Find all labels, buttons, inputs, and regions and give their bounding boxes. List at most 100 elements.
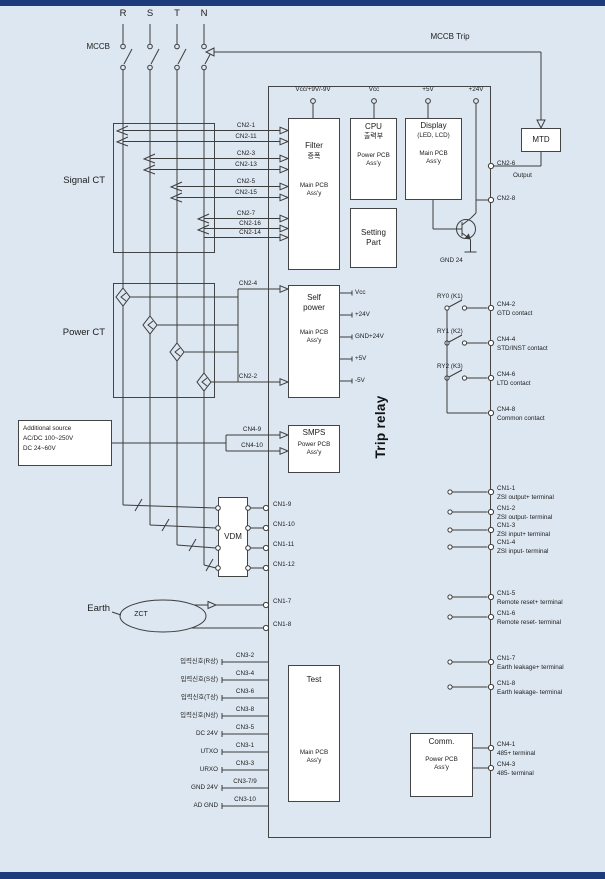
- test-input-pin-cn3-4: CN3-4: [235, 670, 255, 677]
- additional-source-block: Additional source AC/DC 100~250V DC 24~6…: [18, 420, 112, 466]
- pin-cn4-2: CN4-2: [497, 301, 516, 308]
- additional-source-line2: AC/DC 100~250V: [23, 434, 74, 442]
- mccb-trip-label: MCCB Trip: [430, 32, 470, 41]
- filter-title: Filter: [305, 141, 323, 150]
- pin-cn2-4: CN2-4: [238, 280, 258, 287]
- test-block: Test Main PCB Ass'y: [288, 665, 340, 802]
- test-input-label-adgnd: AD GND: [193, 802, 219, 809]
- phase-label-t: T: [174, 8, 180, 19]
- pin-cn2-14: CN2-14: [239, 229, 261, 236]
- pin-cn1-12: CN1-12: [273, 561, 295, 568]
- mccb-switch-symbols: [120, 43, 214, 71]
- test-input-wires: [221, 659, 268, 809]
- pin-cn2-7: CN2-7: [236, 210, 256, 217]
- earth-label: Earth: [87, 603, 110, 614]
- pin-cn4-8: CN4-8: [497, 406, 516, 413]
- pin-cn2-11: CN2-11: [235, 133, 257, 140]
- pin-cn4-6: CN4-6: [497, 371, 516, 378]
- pin-cn2-15: CN2-15: [235, 189, 257, 196]
- relay-ry0-label: RY0 (K1): [437, 293, 463, 300]
- selfpower-out-neg5v: -5V: [355, 377, 365, 384]
- filter-subtitle: 증폭: [307, 153, 321, 160]
- vdm-title: VDM: [224, 532, 242, 541]
- cpu-title: CPU: [365, 122, 382, 131]
- pin-cn4-2-desc: GTD contact: [497, 310, 533, 317]
- pin-cn1-5: CN1-5: [497, 590, 516, 597]
- pin-cn1-8: CN1-8: [497, 680, 516, 687]
- relay-ry1-label: RY1 (K2): [437, 328, 463, 335]
- test-input-label-r: 입력신호(R상): [180, 658, 218, 665]
- test-input-label-dc24v: DC 24V: [195, 730, 218, 737]
- power-ct-label: Power CT: [62, 327, 105, 338]
- pin-cn1-7-left: CN1-7: [273, 598, 292, 605]
- main-unit-block: [268, 86, 491, 838]
- test-input-label-gnd24v: GND 24V: [191, 784, 218, 791]
- pin-cn1-3: CN1-3: [497, 522, 516, 529]
- bottom-border-bar: [0, 872, 605, 879]
- pin-cn1-1-desc: ZSI output+ terminal: [497, 494, 554, 501]
- signal-ct-label: Signal CT: [63, 175, 105, 186]
- smps-title: SMPS: [302, 428, 326, 437]
- pin-cn4-9: CN4-9: [242, 426, 262, 433]
- pin-cn1-3-desc: ZSI input+ terminal: [497, 531, 551, 538]
- pin-cn1-8-desc: Earth leakage- terminal: [497, 689, 563, 696]
- selfpower-out-vcc: Vcc: [355, 289, 366, 296]
- smps-block: SMPS Power PCB Ass'y: [288, 425, 340, 473]
- test-input-pin-cn3-8: CN3-8: [235, 706, 255, 713]
- power-ct-block: [113, 283, 215, 398]
- self-power-assy: Main PCB Ass'y: [299, 329, 329, 344]
- phase-label-n: N: [200, 8, 208, 19]
- pin-cn1-4-desc: ZSI input- terminal: [497, 548, 549, 555]
- test-input-pin-cn3-1: CN3-1: [235, 742, 255, 749]
- test-input-label-n: 입력신호(N상): [180, 712, 218, 719]
- pin-cn2-6-desc: Output: [513, 172, 532, 179]
- pin-cn1-9: CN1-9: [273, 501, 292, 508]
- selfpower-out-24v: +24V: [355, 311, 370, 318]
- pin-cn4-3: CN4-3: [497, 761, 516, 768]
- pin-cn1-11: CN1-11: [273, 541, 295, 548]
- test-input-pin-cn3-3: CN3-3: [235, 760, 255, 767]
- test-input-pin-cn3-10: CN3-10: [234, 796, 256, 803]
- filter-assy: Main PCB Ass'y: [299, 181, 329, 197]
- signal-ct-block: [113, 123, 215, 253]
- supply-label-display: +5V: [422, 86, 434, 93]
- display-block: Display (LED, LCD) Main PCB Ass'y: [405, 118, 462, 200]
- filter-block: Filter 증폭 Main PCB Ass'y: [288, 118, 340, 270]
- pin-cn4-1-desc: 485+ terminal: [497, 750, 536, 757]
- pin-cn2-8: CN2-8: [497, 195, 516, 202]
- mtd-block: MTD: [521, 128, 561, 152]
- display-title: Display: [420, 121, 447, 130]
- test-input-label-t: 입력신호(T상): [180, 694, 218, 701]
- test-input-label-utxo: UTXO: [200, 748, 219, 755]
- selfpower-out-gnd24v: GND+24V: [355, 333, 384, 340]
- pin-cn1-5-desc: Remote reset+ terminal: [497, 599, 563, 606]
- gnd24-label: GND 24: [440, 257, 463, 264]
- pin-cn1-6-desc: Remote reset- terminal: [497, 619, 562, 626]
- self-power-title: Self power: [303, 293, 325, 312]
- pin-cn1-8-left: CN1-8: [273, 621, 292, 628]
- test-input-label-s: 입력신호(S상): [180, 676, 218, 683]
- pin-cn4-3-desc: 485- terminal: [497, 770, 534, 777]
- display-subtitle: (LED, LCD): [417, 132, 450, 139]
- cpu-block: CPU 출력부 Power PCB Ass'y: [350, 118, 397, 200]
- pin-cn2-3: CN2-3: [236, 150, 256, 157]
- comm-title: Comm.: [428, 737, 455, 746]
- pin-cn2-2: CN2-2: [238, 373, 258, 380]
- pin-cn4-1: CN4-1: [497, 741, 516, 748]
- smps-assy: Power PCB Ass'y: [297, 441, 331, 456]
- phase-label-r: R: [119, 8, 127, 19]
- test-input-pin-cn3-7-9: CN3-7/9: [233, 778, 257, 785]
- test-title: Test: [306, 675, 322, 684]
- pin-cn2-6: CN2-6: [497, 160, 516, 167]
- supply-label-filter: Vcc/+9V/-9V: [295, 86, 331, 93]
- setting-part-block: Setting Part: [350, 208, 397, 268]
- self-power-block: Self power Main PCB Ass'y: [288, 285, 340, 398]
- test-assy: Main PCB Ass'y: [299, 749, 329, 764]
- pin-cn1-10: CN1-10: [273, 521, 295, 528]
- comm-assy: Power PCB Ass'y: [425, 756, 458, 771]
- pin-cn1-1: CN1-1: [497, 485, 516, 492]
- comm-block: Comm. Power PCB Ass'y: [410, 733, 473, 797]
- additional-source-line1: Additional source: [23, 425, 72, 432]
- pin-cn2-1: CN2-1: [236, 122, 256, 129]
